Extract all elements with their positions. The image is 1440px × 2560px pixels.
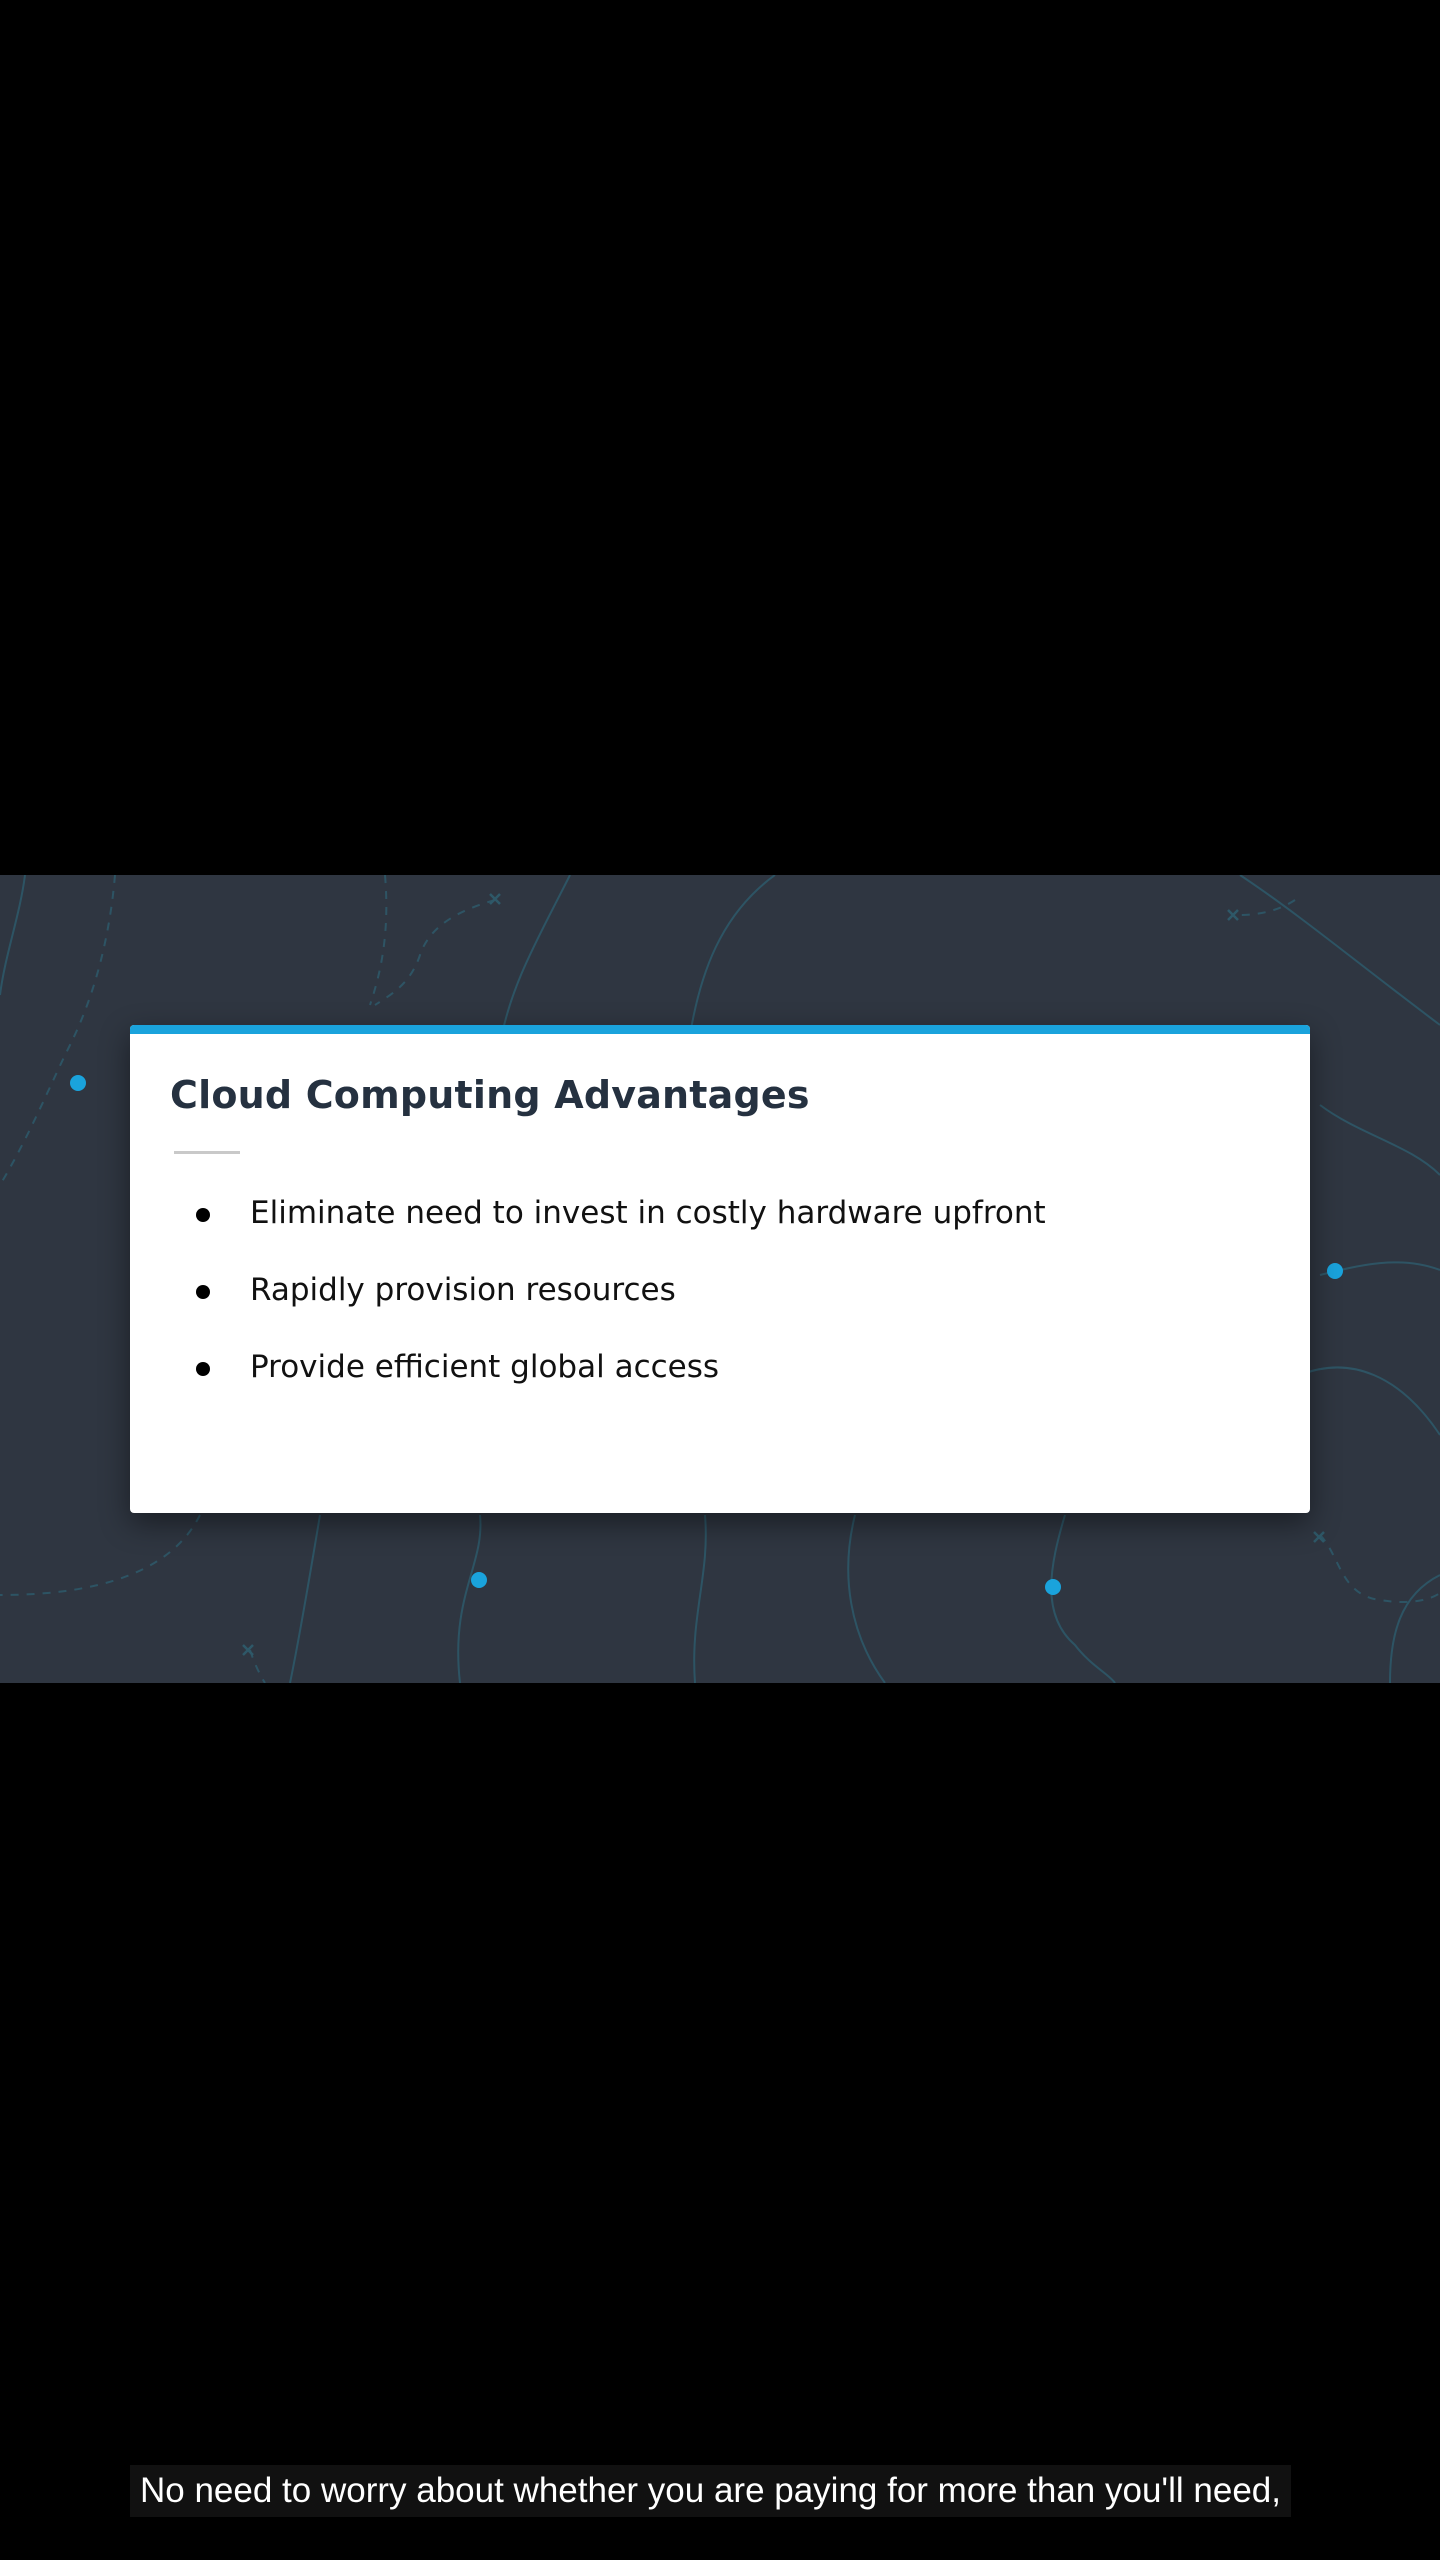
cross-mark-icon bbox=[489, 893, 501, 905]
bullet-dot-icon bbox=[196, 1285, 210, 1299]
blue-node-icon bbox=[471, 1572, 487, 1588]
blue-node-icon bbox=[70, 1075, 86, 1091]
bullet-text: Rapidly provision resources bbox=[250, 1272, 676, 1308]
bullet-dot-icon bbox=[196, 1208, 210, 1222]
cross-mark-icon bbox=[1227, 909, 1239, 921]
video-caption: No need to worry about whether you are p… bbox=[130, 2465, 1291, 2517]
cross-mark-icon bbox=[242, 1644, 254, 1656]
bullet-text: Eliminate need to invest in costly hardw… bbox=[250, 1195, 1046, 1231]
video-frame[interactable]: Cloud Computing Advantages Eliminate nee… bbox=[0, 875, 1440, 1683]
title-underline bbox=[174, 1151, 240, 1154]
card-accent-bar bbox=[130, 1025, 1310, 1034]
blue-node-icon bbox=[1327, 1263, 1343, 1279]
cross-mark-icon bbox=[1313, 1531, 1325, 1543]
blue-node-icon bbox=[1045, 1579, 1061, 1595]
slide-card: Cloud Computing Advantages Eliminate nee… bbox=[130, 1025, 1310, 1513]
bullet-text: Provide efficient global access bbox=[250, 1349, 720, 1385]
slide-title: Cloud Computing Advantages bbox=[170, 1073, 810, 1117]
bullet-dot-icon bbox=[196, 1362, 210, 1376]
